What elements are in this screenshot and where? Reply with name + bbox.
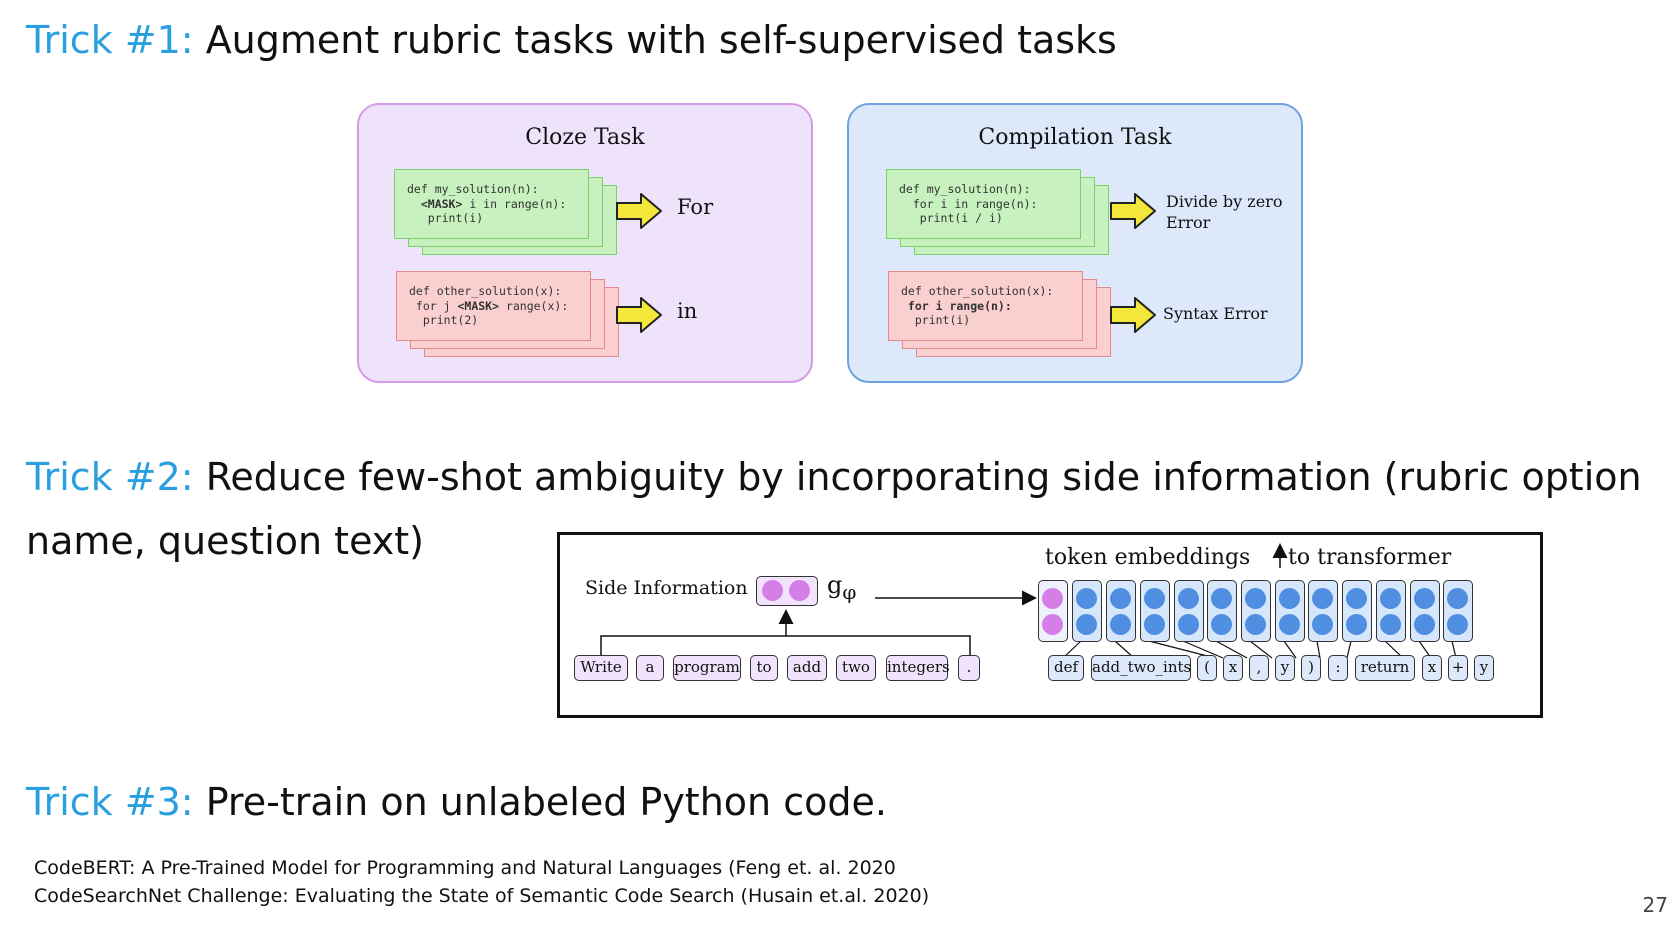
cloze-task-panel: Cloze Task def my_solution(n): <MASK> i … bbox=[357, 103, 813, 383]
trick-2-text: Reduce few-shot ambiguity by incorporati… bbox=[193, 455, 1642, 499]
arrow-icon bbox=[1110, 297, 1156, 333]
token-embedding bbox=[1207, 580, 1237, 642]
token-embedding bbox=[1072, 580, 1102, 642]
side-information-vector bbox=[756, 576, 818, 606]
code-card: def other_solution(x): for j <MASK> rang… bbox=[396, 271, 591, 341]
trick-1-heading: Trick #1: Augment rubric tasks with self… bbox=[26, 18, 1117, 64]
code-token: + bbox=[1448, 655, 1468, 681]
code-card: def other_solution(x): for i range(n): p… bbox=[888, 271, 1083, 341]
code-token: add_two_ints bbox=[1091, 655, 1191, 681]
token-embedding bbox=[1174, 580, 1204, 642]
side-embedding bbox=[1038, 580, 1068, 642]
token-embedding bbox=[1140, 580, 1170, 642]
trick-1-label: Trick #1: bbox=[26, 18, 194, 62]
side-token: to bbox=[750, 655, 778, 681]
token-embedding bbox=[1308, 580, 1338, 642]
trick-1-text: Augment rubric tasks with self-supervise… bbox=[193, 18, 1117, 62]
side-token: . bbox=[958, 655, 980, 681]
code-token: def bbox=[1048, 655, 1084, 681]
reference-item: CodeBERT: A Pre-Trained Model for Progra… bbox=[34, 857, 896, 879]
code-token: x bbox=[1422, 655, 1442, 681]
side-token: Write bbox=[574, 655, 628, 681]
token-embedding bbox=[1275, 580, 1305, 642]
trick-3-label: Trick #3: bbox=[26, 780, 194, 824]
g-phi-label: gφ bbox=[827, 571, 857, 604]
side-token: add bbox=[787, 655, 827, 681]
trick-2-text-continued: name, question text) bbox=[26, 519, 424, 563]
cloze-example-2-card-stack: def other_solution(x): for j <MASK> rang… bbox=[396, 271, 619, 357]
token-embedding bbox=[1241, 580, 1271, 642]
side-token: a bbox=[636, 655, 664, 681]
code-token: : bbox=[1328, 655, 1348, 681]
cloze-example-1-card-stack: def my_solution(n): <MASK> i in range(n)… bbox=[394, 169, 617, 255]
compilation-task-panel: Compilation Task def my_solution(n): for… bbox=[847, 103, 1303, 383]
token-embedding bbox=[1342, 580, 1372, 642]
references: CodeBERT: A Pre-Trained Model for Progra… bbox=[34, 854, 929, 910]
trick-3-text: Pre-train on unlabeled Python code. bbox=[193, 780, 887, 824]
reference-item: CodeSearchNet Challenge: Evaluating the … bbox=[34, 885, 930, 907]
token-embedding bbox=[1376, 580, 1406, 642]
code-token: , bbox=[1249, 655, 1269, 681]
code-token: x bbox=[1223, 655, 1243, 681]
code-snippet: def other_solution(x): for j <MASK> rang… bbox=[409, 284, 569, 327]
code-token: ( bbox=[1197, 655, 1217, 681]
side-token: program bbox=[673, 655, 741, 681]
to-transformer-label: to transformer bbox=[1288, 545, 1452, 570]
code-snippet: def other_solution(x): for i range(n): p… bbox=[901, 284, 1054, 327]
code-token: ) bbox=[1301, 655, 1321, 681]
trick-2-label: Trick #2: bbox=[26, 455, 194, 499]
token-embedding bbox=[1443, 580, 1473, 642]
page-number: 27 bbox=[1642, 893, 1668, 917]
arrow-icon bbox=[616, 297, 662, 333]
cloze-task-title: Cloze Task bbox=[525, 125, 645, 150]
side-information-label: Side Information bbox=[585, 577, 748, 599]
arrow-icon bbox=[616, 193, 662, 229]
side-vector-dot bbox=[762, 580, 783, 601]
side-token: two bbox=[836, 655, 876, 681]
side-information-diagram: Side Information gφ token embeddings to … bbox=[557, 532, 1543, 718]
code-card: def my_solution(n): <MASK> i in range(n)… bbox=[394, 169, 589, 239]
cloze-answer-1: For bbox=[677, 195, 714, 219]
compilation-answer-2: Syntax Error bbox=[1163, 304, 1268, 323]
code-token: y bbox=[1275, 655, 1295, 681]
code-snippet: def my_solution(n): for i in range(n): p… bbox=[899, 182, 1038, 225]
trick-3-heading: Trick #3: Pre-train on unlabeled Python … bbox=[26, 780, 887, 826]
token-embedding bbox=[1106, 580, 1136, 642]
code-card: def my_solution(n): for i in range(n): p… bbox=[886, 169, 1081, 239]
side-token: integers bbox=[886, 655, 950, 681]
code-token: y bbox=[1474, 655, 1494, 681]
cloze-answer-2: in bbox=[677, 299, 698, 323]
code-token: return bbox=[1355, 655, 1415, 681]
compilation-example-2-card-stack: def other_solution(x): for i range(n): p… bbox=[888, 271, 1111, 357]
compilation-example-1-card-stack: def my_solution(n): for i in range(n): p… bbox=[886, 169, 1109, 255]
token-embedding bbox=[1410, 580, 1440, 642]
compilation-task-title: Compilation Task bbox=[978, 125, 1172, 150]
compilation-answer-1: Divide by zero Error bbox=[1166, 192, 1283, 232]
code-snippet: def my_solution(n): <MASK> i in range(n)… bbox=[407, 182, 567, 225]
trick-2-heading: Trick #2: Reduce few-shot ambiguity by i… bbox=[26, 455, 1642, 501]
side-vector-dot bbox=[789, 580, 810, 601]
arrow-icon bbox=[1110, 193, 1156, 229]
token-embeddings-label: token embeddings bbox=[1045, 545, 1251, 570]
